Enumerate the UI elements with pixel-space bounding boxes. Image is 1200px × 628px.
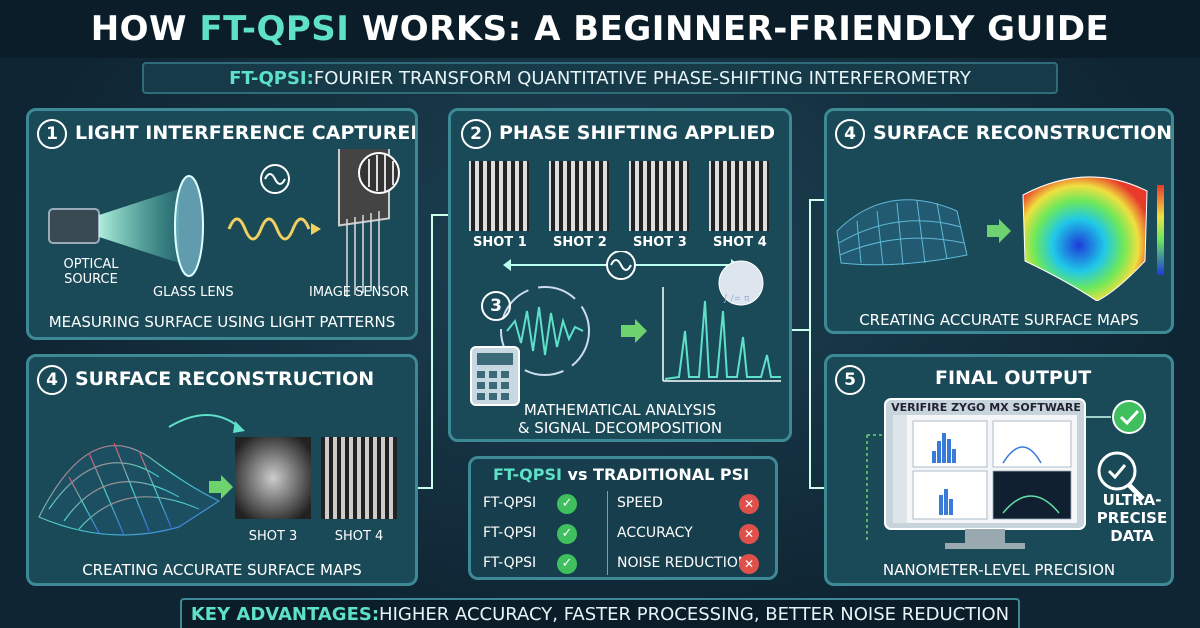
wireframe-dome [38,442,221,536]
label-optical-source: OPTICAL SOURCE [63,257,119,287]
heatmap-surface [1022,176,1148,301]
shot2-label: SHOT 2 [553,235,607,250]
arrow-icon [209,475,233,499]
shot4-label: SHOT 4 [713,235,767,250]
monitor-illustration [866,398,1146,549]
ultra-precise-line3: DATA [1110,527,1154,545]
shot3-image [629,161,689,231]
check-circle-icon [1112,400,1146,434]
x-icon: ✕ [739,524,759,544]
cmp-left-1: FT-QPSI [483,495,537,511]
calculator-icon [470,346,520,406]
panel5-caption: NANOMETER-LEVEL PRECISION [882,561,1116,579]
comparison-table: FT-QPSI vs TRADITIONAL PSI FT-QPSI ✓ SPE… [468,456,778,580]
panel4-caption: CREATING ACCURATE SURFACE MAPS [82,561,362,579]
subtitle-bar: FT-QPSI: FOURIER TRANSFORM QUANTITATIVE … [142,62,1058,94]
optical-setup-illustration [48,149,400,297]
math-symbol: ∫ /= π [723,294,750,304]
shot4-fringe-image [321,437,397,519]
magnifier-icon [1097,451,1137,491]
footer-text: HIGHER ACCURACY, FASTER PROCESSING, BETT… [379,603,1010,625]
shot4-label-bottom: SHOT 4 [334,529,384,544]
x-icon: ✕ [739,554,759,574]
ultra-precise-line1: ULTRA- [1102,491,1162,509]
cmp-right-2: ACCURACY [617,525,693,541]
arrow-icon [987,219,1011,243]
label-glass-lens: GLASS LENS [153,285,234,300]
glass-lens-icon [174,175,204,277]
spectrum-peaks [664,300,781,380]
subtitle-highlight: FT-QPSI: [229,67,314,89]
optical-source-icon [48,208,100,244]
check-icon: ✓ [557,494,577,514]
x-icon: ✕ [739,494,759,514]
sine-wave-icon [260,164,290,194]
cmp-right-1: SPEED [617,495,663,511]
brain-icon [718,260,764,306]
panel1-caption: MEASURING SURFACE USING LIGHT PATTERNS [48,313,396,331]
shot4-image [709,161,769,231]
subtitle-text: FOURIER TRANSFORM QUANTITATIVE PHASE-SHI… [313,67,971,89]
page-title: HOW FT-QPSI WORKS: A BEGINNER-FRIENDLY G… [90,9,1110,49]
reconstruction-illustration [38,414,397,536]
footer-highlight: KEY ADVANTAGES: [190,603,380,625]
comparison-title: FT-QPSI vs TRADITIONAL PSI [493,465,750,484]
ultra-precise-line2: PRECISE [1096,509,1168,527]
shot3-label: SHOT 3 [633,235,687,250]
check-icon: ✓ [557,524,577,544]
arrow-icon [621,319,647,343]
panel2-caption-line2: & SIGNAL DECOMPOSITION [517,419,723,437]
phase-analysis-illustration: ∫ /= π [500,251,781,382]
signal-wave [506,306,584,356]
check-icon: ✓ [557,554,577,574]
shot1-label: SHOT 1 [473,235,527,250]
color-scale-bar [1157,185,1164,275]
cmp-left-2: FT-QPSI [483,525,537,541]
shot3-label-bottom: SHOT 3 [248,529,298,544]
cmp-right-3: NOISE REDUCTION [617,555,749,571]
surface-maps-illustration [836,176,1164,301]
cmp-left-3: FT-QPSI [483,555,537,571]
header: HOW FT-QPSI WORKS: A BEGINNER-FRIENDLY G… [0,0,1200,58]
label-image-sensor: IMAGE SENSOR [309,285,409,300]
shot1-image [469,161,529,231]
shot3-noisy-image [235,437,311,519]
light-wave [227,217,311,241]
software-label: VERIFIRE ZYGO MX SOFTWARE [891,401,1081,414]
key-advantages-bar: KEY ADVANTAGES: HIGHER ACCURACY, FASTER … [180,598,1020,628]
panel3-caption: CREATING ACCURATE SURFACE MAPS [859,311,1139,329]
wireframe-surface [836,199,968,266]
shot2-image [549,161,609,231]
panel2-caption-line1: MATHEMATICAL ANALYSIS [523,401,717,419]
step3-number: 3 [481,291,519,321]
comparison-divider [607,491,608,575]
fringe-shots [469,161,769,231]
